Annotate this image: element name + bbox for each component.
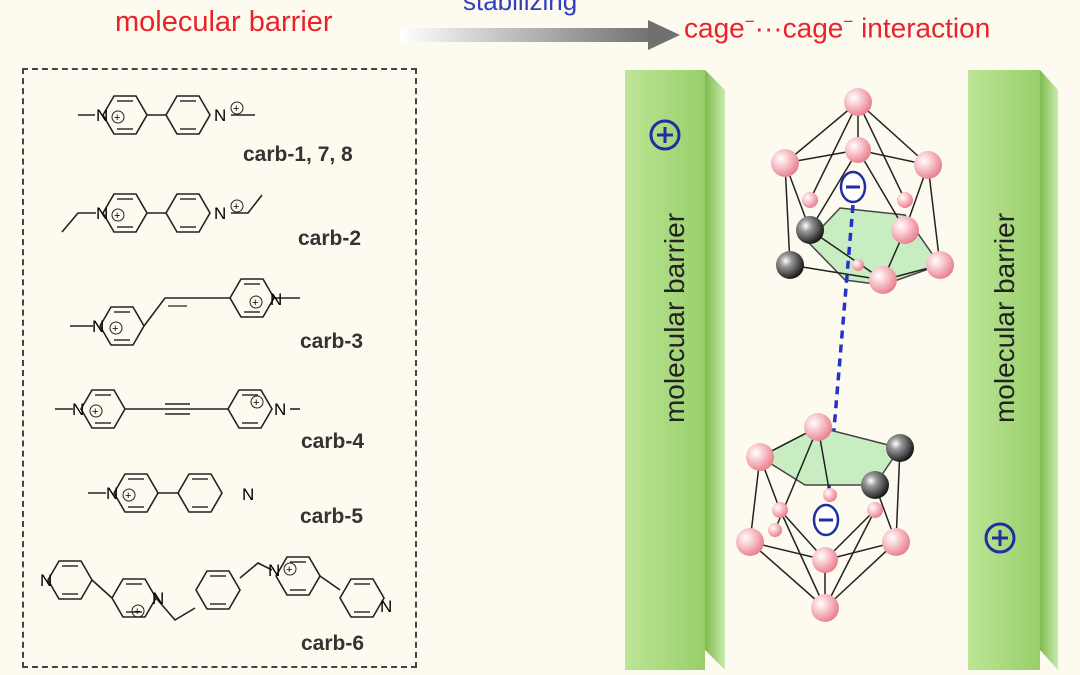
- molecule-carb-1: N + N +: [78, 95, 255, 135]
- molecule-carb-2: N + N +: [61, 193, 263, 233]
- molecule-list-box: [22, 68, 417, 668]
- svg-text:N: N: [96, 106, 108, 125]
- label-carb-5: carb-5: [300, 505, 364, 528]
- label-carb-4: carb-4: [301, 430, 365, 453]
- lower-minus-icon: [812, 503, 840, 537]
- molecule-carb-6: N N + N + N: [40, 556, 392, 622]
- molecule-carb-4: N + N +: [55, 389, 300, 429]
- svg-text:N: N: [268, 561, 280, 580]
- molecule-carb-5: N + N: [88, 473, 254, 513]
- right-barrier-label: molecular barrier: [989, 212, 1020, 424]
- cage-interaction-title: cage−···cage− interaction: [684, 12, 990, 44]
- label-carb-6: carb-6: [301, 632, 365, 655]
- svg-text:N: N: [72, 400, 84, 419]
- svg-text:+: +: [252, 297, 258, 309]
- svg-text:N: N: [270, 290, 282, 309]
- right-plus-icon: [984, 522, 1016, 554]
- svg-text:+: +: [233, 103, 239, 115]
- title-charge-2: −: [843, 12, 854, 31]
- svg-text:+: +: [134, 606, 140, 618]
- left-barrier: [625, 70, 725, 670]
- svg-text:+: +: [125, 490, 131, 502]
- svg-text:N: N: [214, 106, 226, 125]
- svg-text:N: N: [214, 204, 226, 223]
- upper-cage-atoms: [771, 88, 954, 294]
- svg-text:N: N: [152, 589, 164, 608]
- right-barrier: [968, 70, 1058, 670]
- label-carb-2: carb-2: [298, 227, 362, 250]
- molecular-barrier-title: molecular barrier: [115, 6, 333, 38]
- svg-text:N: N: [274, 400, 286, 419]
- svg-text:+: +: [253, 397, 259, 409]
- svg-text:+: +: [92, 406, 98, 418]
- label-carb-1: carb-1, 7, 8: [243, 143, 353, 166]
- upper-minus-icon: [839, 170, 867, 204]
- svg-text:N: N: [242, 485, 254, 504]
- svg-text:N: N: [92, 317, 104, 336]
- stabilizing-label: stabilizing: [463, 0, 578, 16]
- molecule-carb-3: N + N +: [70, 278, 300, 346]
- svg-text:+: +: [233, 201, 239, 213]
- title-interaction: interaction: [853, 12, 991, 44]
- svg-text:+: +: [286, 564, 292, 576]
- label-carb-3: carb-3: [300, 330, 364, 353]
- svg-text:N: N: [106, 484, 118, 503]
- cage-interaction-diagram: [625, 70, 1058, 670]
- title-charge-1: −: [744, 12, 755, 31]
- svg-text:N: N: [40, 571, 52, 590]
- lower-cage-atoms: [736, 413, 914, 622]
- interaction-dashed-line: [826, 204, 855, 501]
- molecule-structures: N + N + N + N + N + N: [40, 95, 392, 622]
- title-cage-2: ···cage: [754, 12, 844, 44]
- svg-text:N: N: [380, 597, 392, 616]
- svg-text:N: N: [96, 204, 108, 223]
- title-cage-1: cage: [684, 12, 745, 44]
- svg-text:+: +: [114, 210, 120, 222]
- svg-text:+: +: [114, 112, 120, 124]
- svg-text:+: +: [112, 323, 118, 335]
- stabilizing-arrow: [400, 20, 680, 50]
- left-barrier-label: molecular barrier: [659, 212, 690, 424]
- left-plus-icon: [649, 119, 681, 151]
